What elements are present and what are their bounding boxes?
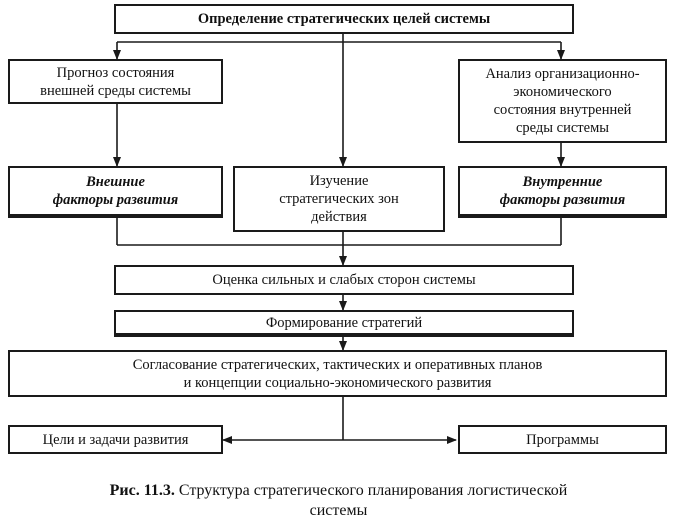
box-programs: Программы bbox=[458, 425, 667, 454]
box-strengths-weaknesses: Оценка сильных и слабых сторон системы bbox=[114, 265, 574, 295]
box-strategic-goals: Определение стратегических целей системы bbox=[114, 4, 574, 34]
box-external-forecast: Прогноз состояния внешней среды системы bbox=[8, 59, 223, 104]
box-strategic-zones-study: Изучение стратегических зон действия bbox=[233, 166, 445, 232]
caption-text: Структура стратегического планирования л… bbox=[174, 482, 568, 499]
figure-caption: Рис. 11.3. Структура стратегического пла… bbox=[0, 481, 677, 521]
box-plans-coordination: Согласование стратегических, тактических… bbox=[8, 350, 667, 397]
caption-line2: системы bbox=[309, 502, 368, 519]
box-internal-analysis: Анализ организационно- экономического со… bbox=[458, 59, 667, 143]
box-development-goals: Цели и задачи развития bbox=[8, 425, 223, 454]
box-internal-factors: Внутренние факторы развития bbox=[458, 166, 667, 218]
caption-label: Рис. 11.3. bbox=[109, 482, 175, 499]
box-strategy-formation: Формирование стратегий bbox=[114, 310, 574, 337]
box-external-factors: Внешние факторы развития bbox=[8, 166, 223, 218]
